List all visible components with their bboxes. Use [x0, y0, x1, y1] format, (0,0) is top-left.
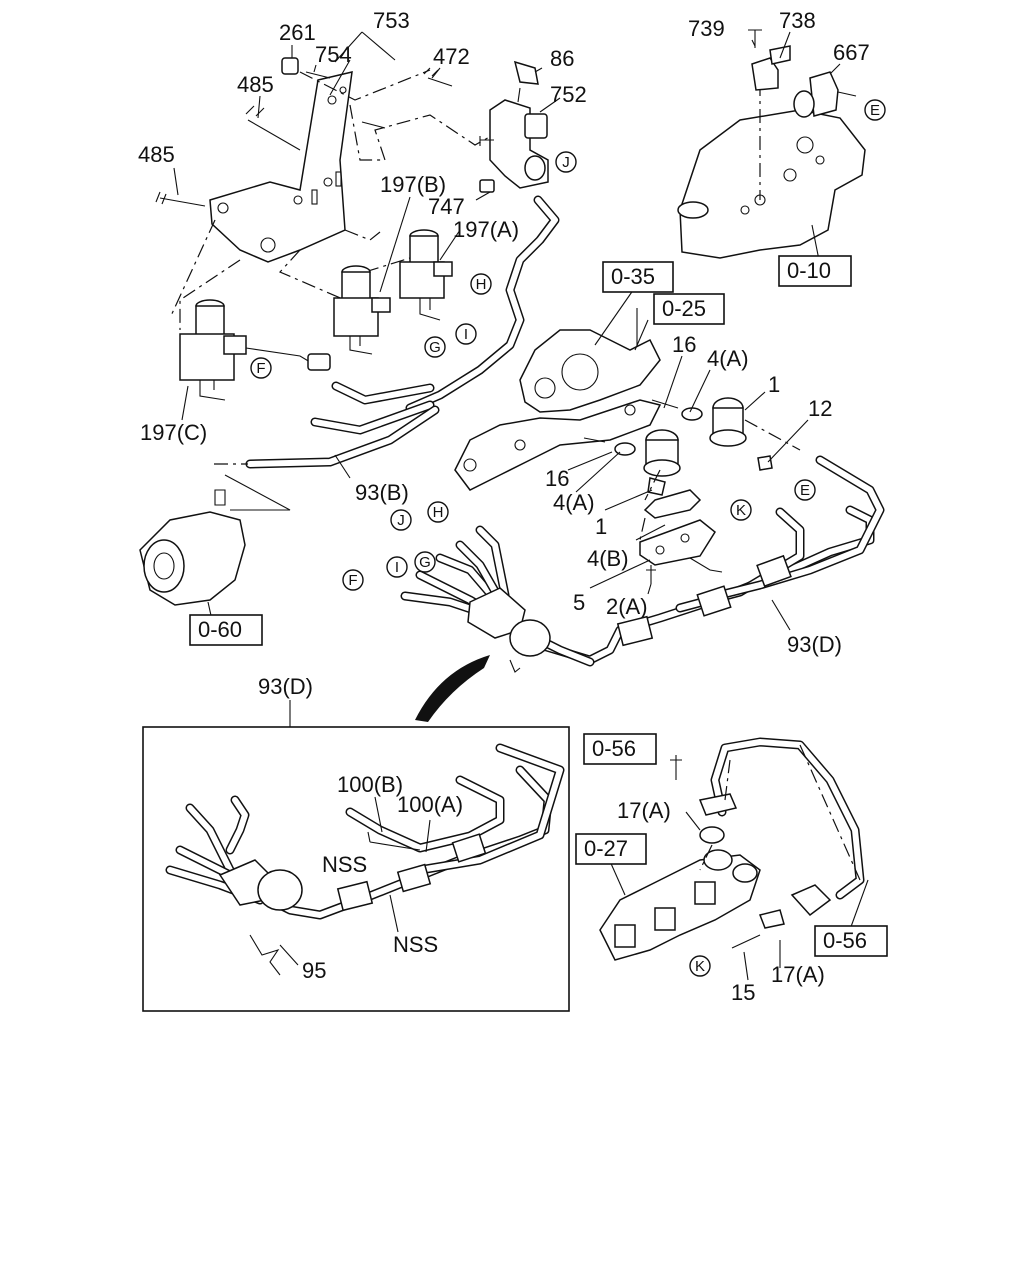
callout-93d-main: 93(D): [787, 632, 842, 657]
bracket-assembly: [155, 57, 521, 330]
callout-100b: 100(B): [337, 772, 403, 797]
callout-747: 747: [428, 194, 465, 219]
ref-0-60: 0-60: [198, 617, 242, 642]
leader-lines: [173, 31, 869, 981]
ref-0-10: 0-10: [787, 258, 831, 283]
tag-i-lower: I: [395, 559, 399, 576]
callout-738: 738: [779, 8, 816, 33]
callout-197b: 197(B): [380, 172, 446, 197]
callout-261: 261: [279, 20, 316, 45]
callout-485-upper: 485: [237, 72, 274, 97]
callout-4a-lower: 4(A): [553, 490, 595, 515]
solenoid-valve-197c: [179, 299, 331, 401]
tag-h-lower: H: [433, 504, 444, 521]
vacuum-hose-harness: [400, 455, 885, 722]
ref-0-35: 0-35: [611, 264, 655, 289]
callout-754: 754: [315, 42, 352, 67]
ref-0-25: 0-25: [662, 296, 706, 321]
callout-93b: 93(B): [355, 480, 409, 505]
hose-harness-detail-inset: [142, 700, 570, 1012]
callout-5: 5: [573, 590, 585, 615]
ref-0-56-upper: 0-56: [592, 736, 636, 761]
callout-nss-upper: NSS: [322, 852, 367, 877]
callout-86: 86: [550, 46, 574, 71]
tag-g-upper: G: [429, 339, 441, 356]
ref-0-27: 0-27: [584, 836, 628, 861]
tag-j-lower: J: [397, 512, 405, 529]
tag-k-upper: K: [736, 502, 746, 519]
callout-nss-lower: NSS: [393, 932, 438, 957]
callout-12: 12: [808, 396, 832, 421]
callout-4a-upper: 4(A): [707, 346, 749, 371]
reference-boxes: 0-35 0-25 0-10 0-60 0-56 0-27 0-56: [189, 255, 888, 957]
callout-752: 752: [550, 82, 587, 107]
ref-0-56-lower: 0-56: [823, 928, 867, 953]
callout-16-lower: 16: [545, 466, 569, 491]
callout-2a: 2(A): [606, 594, 648, 619]
callout-4b: 4(B): [587, 546, 629, 571]
callout-17a-upper: 17(A): [617, 798, 671, 823]
tag-e-lower: E: [800, 482, 810, 499]
callout-15: 15: [731, 980, 755, 1005]
alternator: [139, 474, 291, 606]
inset-hoses: [165, 743, 565, 976]
egr-valve-assembly: [454, 329, 801, 584]
vacuum-switching-valve-752: [479, 60, 549, 193]
solenoid-valve-197a: [399, 229, 453, 321]
tag-f-upper: F: [256, 360, 265, 377]
callout-667: 667: [833, 40, 870, 65]
callout-17a-lower: 17(A): [771, 962, 825, 987]
callout-16-upper: 16: [672, 332, 696, 357]
tag-k-lower: K: [695, 958, 705, 975]
vacuum-hoses-upper: [214, 195, 560, 469]
tag-h-upper: H: [476, 276, 487, 293]
exhaust-manifold-egr-pipe: [599, 737, 865, 961]
callout-739: 739: [688, 16, 725, 41]
callout-472: 472: [433, 44, 470, 69]
callout-1-lower: 1: [595, 514, 607, 539]
callout-95: 95: [302, 958, 326, 983]
tag-f-lower: F: [348, 572, 357, 589]
tag-g-lower: G: [419, 554, 431, 571]
tag-i-upper: I: [464, 326, 468, 343]
callout-93d-inset: 93(D): [258, 674, 313, 699]
callout-485-lower: 485: [138, 142, 175, 167]
callout-753: 753: [373, 8, 410, 33]
callout-100a: 100(A): [397, 792, 463, 817]
tag-e-upper: E: [870, 102, 880, 119]
part-callouts: 753 261 754 472 86 752 485 485 739 738 6…: [138, 8, 870, 1005]
callout-197a: 197(A): [453, 217, 519, 242]
solenoid-valve-197b: [333, 265, 391, 355]
intake-manifold-cover: [677, 29, 866, 259]
tag-j-upper: J: [562, 154, 570, 171]
connection-tags: E E F F G G H H I I J J K K: [250, 99, 886, 977]
callout-197c: 197(C): [140, 420, 207, 445]
callout-1-upper: 1: [768, 372, 780, 397]
